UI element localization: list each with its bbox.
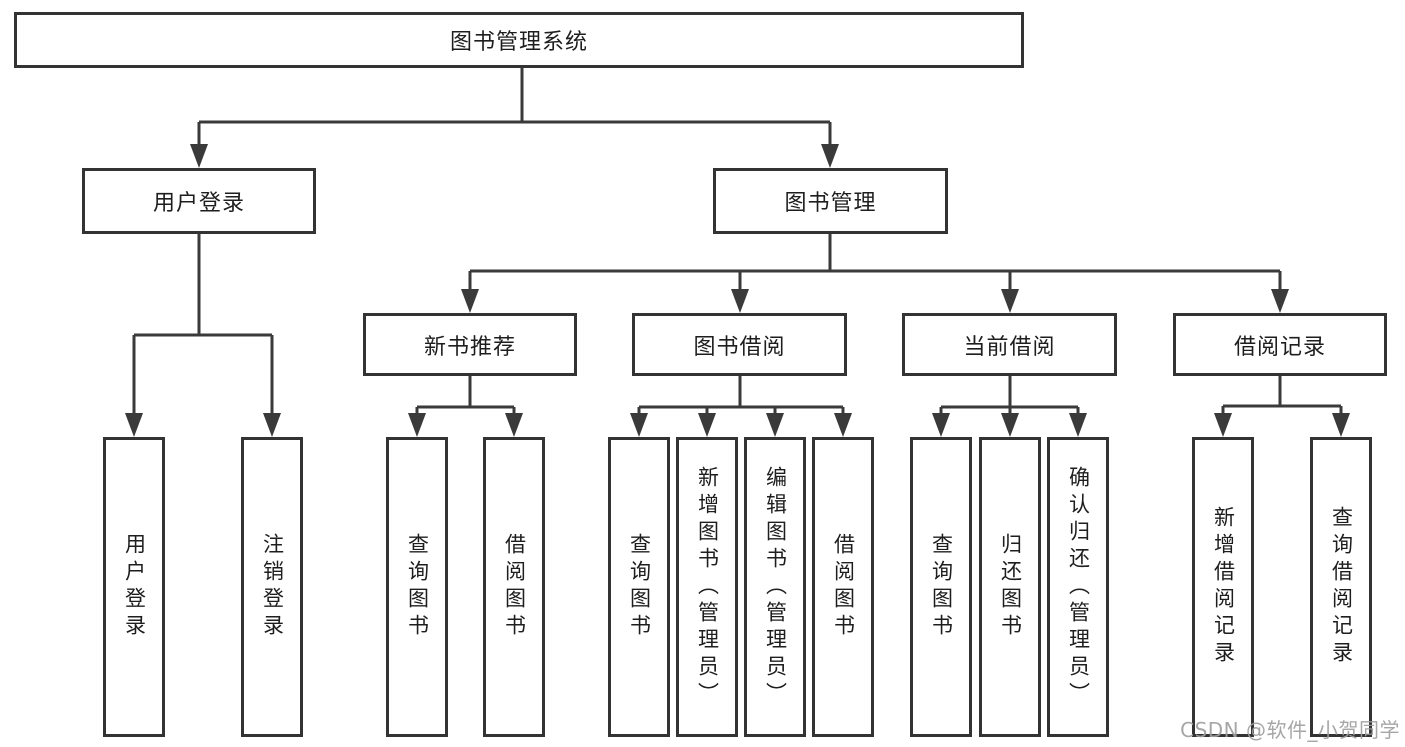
arrowhead [821,144,839,168]
arrowhead [1271,289,1289,313]
arrowhead [505,413,523,437]
node-newbook-query-book: 查询图书 [386,437,448,737]
node-user-login-leaf: 用户登录 [103,437,165,737]
arrowhead [461,289,479,313]
node-logout: 注销登录 [241,437,303,737]
node-borrow-add-book-admin: 新增图书（管理员） [676,437,738,737]
node-records-add-record: 新增借阅记录 [1192,437,1254,737]
arrowhead [1001,289,1019,313]
node-borrow-borrow-book: 借阅图书 [812,437,874,737]
arrowhead [190,144,208,168]
node-book-borrow: 图书借阅 [632,313,847,376]
node-book-management: 图书管理 [713,168,948,234]
arrowhead [834,413,852,437]
node-current-query-book: 查询图书 [910,437,972,737]
node-current-borrow: 当前借阅 [902,313,1117,376]
connector-new-book-to-children [408,376,523,437]
csdn-watermark: CSDN @软件_小贺同学 [1180,718,1400,742]
node-current-return-book: 归还图书 [979,437,1041,737]
connector-book-borrow-to-children [630,376,852,437]
connector-book-management-to-level3 [461,234,1289,313]
node-library-management-system: 图书管理系统 [14,12,1024,68]
node-new-book-recommend: 新书推荐 [363,313,577,376]
node-borrow-records: 借阅记录 [1173,313,1387,376]
node-borrow-edit-book-admin: 编辑图书（管理员） [744,437,806,737]
arrowhead [731,289,749,313]
connector-user-login-to-children [125,234,281,437]
arrowhead [1332,413,1350,437]
node-user-login: 用户登录 [82,168,316,234]
arrowhead [698,413,716,437]
arrowhead [408,413,426,437]
arrowhead [932,413,950,437]
arrowhead [1069,413,1087,437]
node-newbook-borrow-book: 借阅图书 [483,437,545,737]
node-borrow-query-book: 查询图书 [608,437,670,737]
arrowhead [125,413,143,437]
node-records-query-record: 查询借阅记录 [1310,437,1372,737]
connector-borrow-records-to-children [1214,376,1350,437]
arrowhead [766,413,784,437]
arrowhead [1214,413,1232,437]
connector-root-to-level2 [190,66,839,168]
node-current-confirm-return-admin: 确认归还（管理员） [1047,437,1109,737]
arrowhead [630,413,648,437]
connector-current-borrow-to-children [932,376,1087,437]
arrowhead [1001,413,1019,437]
arrowhead [263,413,281,437]
